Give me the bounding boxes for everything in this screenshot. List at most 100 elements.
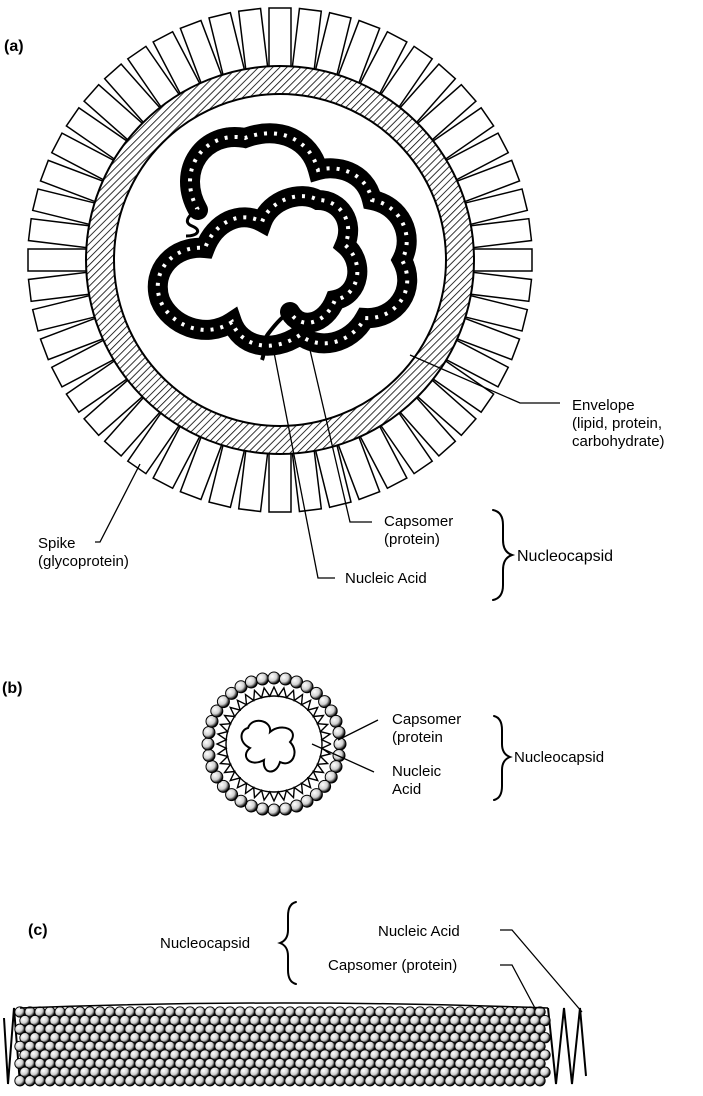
- capsomer-bead: [345, 1076, 355, 1086]
- nucleocapsid-c-brace: [280, 902, 296, 984]
- capsomer-bead: [15, 1076, 25, 1086]
- capsomer-bead: [215, 1076, 225, 1086]
- capsomer-bead: [206, 761, 218, 773]
- panel-a: (a) Envelope (lipid, protein, carbohydra…: [4, 8, 665, 600]
- capsomer-bead: [330, 715, 342, 727]
- panel-a-letter: (a): [4, 38, 24, 55]
- capsomer-bead: [257, 803, 269, 815]
- capsomer-bead: [525, 1076, 535, 1086]
- capsomer-bead: [535, 1076, 545, 1086]
- spike-label: Spike: [38, 535, 76, 552]
- nucleic-acid-c-leader: [500, 930, 582, 1012]
- capsomer-c-leader: [500, 965, 536, 1010]
- capsomer-bead: [203, 750, 215, 762]
- capsomer-bead: [135, 1076, 145, 1086]
- panel-c: (c) Nucleocapsid Nucleic Acid Capsomer (…: [4, 902, 586, 1086]
- nucleocapsid-b-label: Nucleocapsid: [514, 749, 604, 766]
- capsomer-bead: [325, 1076, 335, 1086]
- capsomer-label: Capsomer: [384, 513, 453, 530]
- spike-glycoprotein: [28, 249, 88, 271]
- capsomer-bead: [235, 1076, 245, 1086]
- nucleic-acid-core: [242, 721, 295, 772]
- capsomer-bead: [285, 1076, 295, 1086]
- capsomer-bead: [203, 727, 215, 739]
- capsomer-label-line2: (protein): [384, 531, 440, 548]
- nucleic-acid-label: Nucleic Acid: [345, 570, 427, 587]
- capsomer-bead: [85, 1076, 95, 1086]
- capsomer-bead: [175, 1076, 185, 1086]
- capsomer-bead: [425, 1076, 435, 1086]
- capsomer-bead: [355, 1076, 365, 1086]
- capsomer-bead: [165, 1076, 175, 1086]
- capsomer-b-label-line2: (protein: [392, 729, 443, 746]
- capsomer-bead: [505, 1076, 515, 1086]
- capsomer-bead: [375, 1076, 385, 1086]
- capsomer-bead: [145, 1076, 155, 1086]
- capsomer-bead: [185, 1076, 195, 1086]
- capsomer-bead: [75, 1076, 85, 1086]
- capsomer-bead: [395, 1076, 405, 1086]
- nucleic-acid-b-label: Nucleic: [392, 763, 442, 780]
- spike-label-line2: (glycoprotein): [38, 553, 129, 570]
- capsomer-bead: [195, 1076, 205, 1086]
- spike-glycoprotein: [269, 452, 291, 512]
- capsomer-bead: [268, 672, 280, 684]
- envelope-label: Envelope: [572, 397, 635, 414]
- nucleocapsid-label: Nucleocapsid: [517, 548, 613, 565]
- capsomer-bead: [255, 1076, 265, 1086]
- capsomer-b-label: Capsomer: [392, 711, 461, 728]
- panel-b-letter: (b): [2, 680, 22, 697]
- panel-b: (b) Capsomer (protein Nucleic Acid Nucle…: [2, 672, 604, 816]
- capsomer-bead: [205, 1076, 215, 1086]
- capsomer-bead: [455, 1076, 465, 1086]
- capsomer-c-label: Capsomer (protein): [328, 957, 457, 974]
- capsomer-bead: [334, 738, 346, 750]
- capsomer-bead: [315, 1076, 325, 1086]
- capsomer-bead: [435, 1076, 445, 1086]
- capsomer-bead: [335, 1076, 345, 1086]
- capsomer-bead: [365, 1076, 375, 1086]
- capsomer-bead: [465, 1076, 475, 1086]
- capsomer-bead: [105, 1076, 115, 1086]
- capsomer-bead: [115, 1076, 125, 1086]
- capsomer-bead: [257, 673, 269, 685]
- spike-glycoprotein: [472, 249, 532, 271]
- capsomer-bead: [265, 1076, 275, 1086]
- capsomer-bead: [405, 1076, 415, 1086]
- capsomer-bead: [245, 1076, 255, 1086]
- nucleocapsid-brace: [493, 510, 512, 600]
- capsomer-bead: [202, 738, 214, 750]
- envelope-label-line3: carbohydrate): [572, 433, 665, 450]
- capsomer-bead: [305, 1076, 315, 1086]
- capsomer-bead: [515, 1076, 525, 1086]
- spike-glycoprotein: [269, 8, 291, 68]
- capsomer-bead: [125, 1076, 135, 1086]
- capsomer-bead: [45, 1076, 55, 1086]
- spike-leader: [95, 464, 140, 542]
- capsomer-bead: [25, 1076, 35, 1086]
- capsomer-bead: [275, 1076, 285, 1086]
- envelope-label-line2: (lipid, protein,: [572, 415, 662, 432]
- capsomer-bead: [65, 1076, 75, 1086]
- capsomer-bead: [268, 804, 280, 816]
- capsomer-bead: [280, 803, 292, 815]
- helical-capsid-tube: [15, 1003, 550, 1086]
- capsomer-bead: [415, 1076, 425, 1086]
- capsomer-bead: [385, 1076, 395, 1086]
- capsomer-bead: [280, 673, 292, 685]
- capsomer-bead: [245, 676, 257, 688]
- capsomer-bead: [475, 1076, 485, 1086]
- capsomer-bead: [95, 1076, 105, 1086]
- capsomer-bead: [485, 1076, 495, 1086]
- panel-c-letter: (c): [28, 922, 48, 939]
- nucleic-acid-c-label: Nucleic Acid: [378, 923, 460, 940]
- capsomer-bead: [295, 1076, 305, 1086]
- capsomer-bead: [445, 1076, 455, 1086]
- capsomer-bead: [35, 1076, 45, 1086]
- capsomer-bead: [225, 1076, 235, 1086]
- nucleocapsid-b-brace: [494, 716, 510, 800]
- nucleic-acid-b-label-line2: Acid: [392, 781, 421, 798]
- capsomer-bead: [495, 1076, 505, 1086]
- capsomer-bead: [55, 1076, 65, 1086]
